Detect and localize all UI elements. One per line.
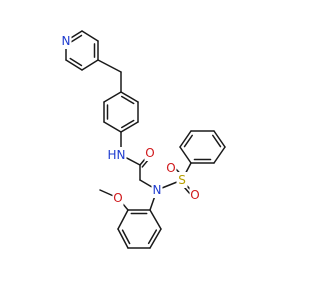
bond-line <box>120 121 139 133</box>
bond-line <box>213 146 226 164</box>
double-bond-inner-line <box>69 34 83 44</box>
double-bond-inner-line <box>147 229 158 245</box>
bond-line <box>81 30 99 42</box>
atom-label-background <box>107 147 117 163</box>
double-bond-inner-line <box>121 229 131 245</box>
double-bond-inner-line <box>183 134 193 148</box>
atom-label-background <box>115 147 127 163</box>
bond-line <box>97 59 122 73</box>
atom-label-s-sulfonyl: S <box>178 173 186 187</box>
atom-label-h-amide: H <box>107 148 116 162</box>
bond-line <box>120 91 139 103</box>
atom-label-background <box>176 172 188 188</box>
bond-line <box>117 209 129 230</box>
atom-label-o-sulfonyl-left: O <box>166 161 175 175</box>
double-bond-inner-line <box>121 119 135 129</box>
double-bond-inner-line <box>69 57 83 67</box>
atom-label-background <box>189 187 201 203</box>
double-bond-inner-line <box>212 134 222 148</box>
atom-label-background <box>60 33 72 49</box>
bond-line <box>103 91 122 103</box>
bond-line <box>179 146 192 164</box>
bond-line <box>149 228 162 249</box>
atom-label-o-methoxy: O <box>113 191 122 205</box>
atom-label-background <box>112 190 124 206</box>
atom-label-n-pyridine: N <box>62 34 71 48</box>
atom-label-o-carbonyl: O <box>145 146 154 160</box>
bond-line <box>117 228 129 249</box>
atom-label-n-sulfonamide: N <box>153 183 162 197</box>
bond-line <box>149 209 162 230</box>
bond-line <box>81 59 99 71</box>
atom-label-o-sulfonyl-bottom: O <box>190 188 199 202</box>
atom-label-background <box>165 160 177 176</box>
atom-label-background <box>144 145 156 161</box>
bond-layer <box>65 30 226 249</box>
bond-line <box>103 121 122 133</box>
double-bond-inner-line <box>121 95 135 105</box>
atom-label-n-amide: N <box>117 148 126 162</box>
bond-line <box>213 130 226 148</box>
bond-line <box>179 130 192 148</box>
atom-label-background <box>151 182 163 198</box>
bond-line <box>65 59 83 71</box>
